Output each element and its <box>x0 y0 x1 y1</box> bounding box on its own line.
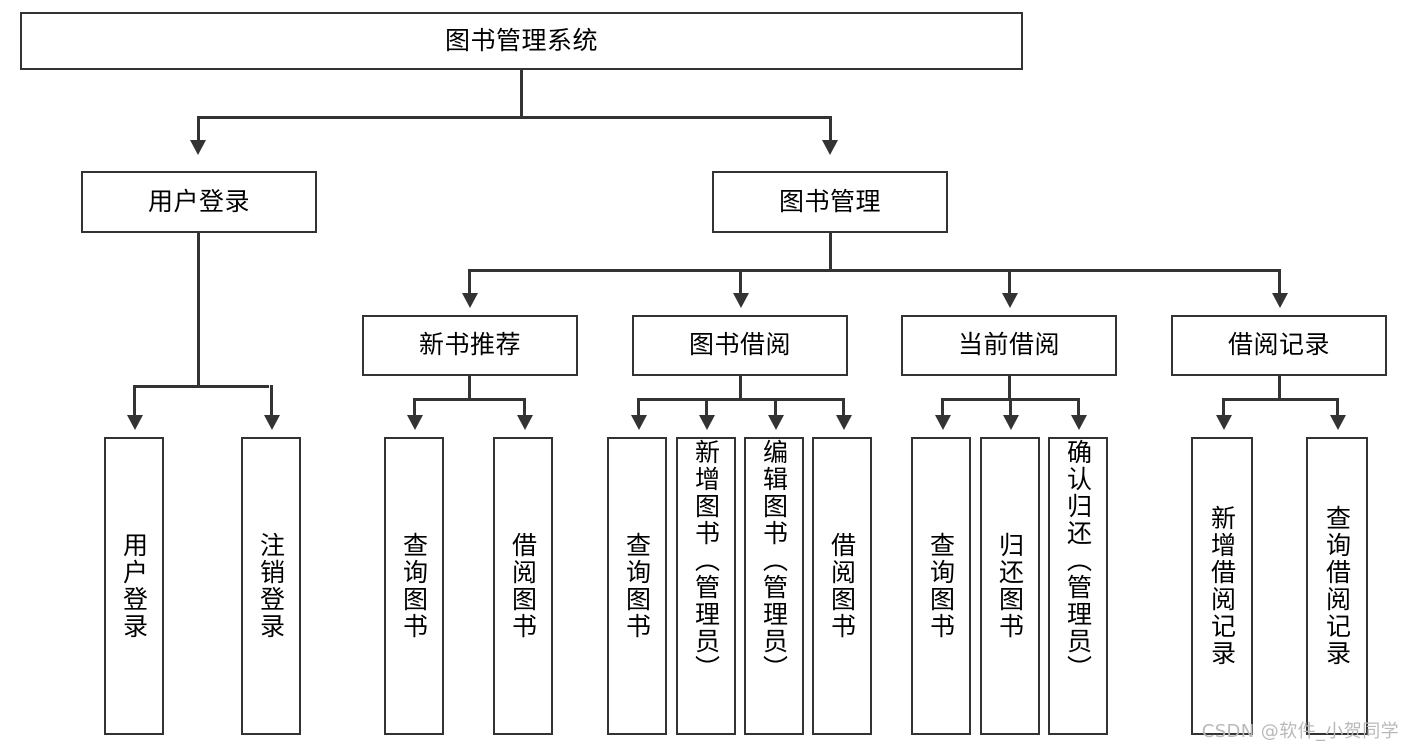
connector-br-leaf2 <box>1336 398 1339 417</box>
arrowhead-new-book-recommend <box>462 293 478 308</box>
arrowhead-leaf-logout <box>264 415 280 430</box>
connector-cb-leaf2 <box>1009 398 1012 417</box>
connector-book-manage-stem <box>829 233 832 271</box>
connector-new-book-bus <box>413 398 523 401</box>
leaf-nb-query-book[interactable]: 查询图书 <box>384 437 444 735</box>
connector-new-book-stem <box>468 376 471 400</box>
node-new-book-recommend[interactable]: 新书推荐 <box>362 315 578 376</box>
arrowhead-bb-borrow-book <box>836 415 852 430</box>
leaf-cb-query-book-label: 查询图书 <box>926 532 956 640</box>
connector-to-current-borrow <box>1008 269 1011 295</box>
connector-root-stem <box>520 70 523 117</box>
connector-book-borrow-bus <box>637 398 843 401</box>
arrowhead-book-borrow <box>733 293 749 308</box>
arrowhead-bb-query-book <box>631 415 647 430</box>
connector-cb-leaf3 <box>1077 398 1080 417</box>
node-root-system-label: 图书管理系统 <box>444 25 598 55</box>
arrowhead-borrow-record <box>1272 293 1288 308</box>
arrowhead-bb-edit-book <box>768 415 784 430</box>
node-borrow-record[interactable]: 借阅记录 <box>1171 315 1387 376</box>
arrowhead-br-add-record <box>1216 415 1232 430</box>
node-borrow-record-label: 借阅记录 <box>1227 330 1330 360</box>
arrowhead-cb-query-book <box>935 415 951 430</box>
connector-cb-leaf1 <box>941 398 944 417</box>
leaf-br-add-record[interactable]: 新增借阅记录 <box>1191 437 1253 735</box>
connector-user-login-leaf1 <box>133 385 136 417</box>
leaf-bb-borrow-book-label: 借阅图书 <box>827 532 857 640</box>
node-current-borrow[interactable]: 当前借阅 <box>901 315 1117 376</box>
leaf-user-login[interactable]: 用户登录 <box>104 437 164 735</box>
connector-bb-leaf4 <box>842 398 845 417</box>
arrowhead-cb-confirm-return <box>1071 415 1087 430</box>
connector-to-new-book <box>468 269 471 295</box>
leaf-br-query-record[interactable]: 查询借阅记录 <box>1306 437 1368 735</box>
leaf-cb-query-book[interactable]: 查询图书 <box>911 437 971 735</box>
connector-br-leaf1 <box>1222 398 1225 417</box>
node-root-system[interactable]: 图书管理系统 <box>20 12 1023 70</box>
node-user-login[interactable]: 用户登录 <box>81 171 317 233</box>
arrowhead-nb-query-book <box>407 415 423 430</box>
connector-borrow-record-stem <box>1278 376 1281 400</box>
leaf-br-query-record-label: 查询借阅记录 <box>1322 505 1352 667</box>
node-book-borrow[interactable]: 图书借阅 <box>632 315 848 376</box>
leaf-nb-borrow-book-label: 借阅图书 <box>508 532 538 640</box>
connector-user-login-leaf2 <box>270 385 273 417</box>
node-book-manage[interactable]: 图书管理 <box>712 171 948 233</box>
leaf-logout-label: 注销登录 <box>256 532 286 640</box>
leaf-logout[interactable]: 注销登录 <box>241 437 301 735</box>
connector-user-login-stem <box>197 233 200 387</box>
leaf-bb-edit-book-label: 编辑图书（管理员） <box>759 439 789 682</box>
arrowhead-nb-borrow-book <box>517 415 533 430</box>
connector-book-borrow-stem <box>739 376 742 400</box>
connector-bb-leaf3 <box>774 398 777 417</box>
leaf-cb-return-book-label: 归还图书 <box>995 532 1025 640</box>
leaf-nb-borrow-book[interactable]: 借阅图书 <box>493 437 553 735</box>
node-current-borrow-label: 当前借阅 <box>957 330 1060 360</box>
connector-root-bus <box>197 116 831 119</box>
leaf-bb-query-book-label: 查询图书 <box>622 532 652 640</box>
arrowhead-bb-add-book <box>699 415 715 430</box>
csdn-watermark: CSDN @软件_小贺同学 <box>1201 721 1399 742</box>
arrowhead-cb-return-book <box>1003 415 1019 430</box>
connector-bb-leaf1 <box>637 398 640 417</box>
leaf-cb-return-book[interactable]: 归还图书 <box>980 437 1040 735</box>
arrowhead-user-login <box>190 140 206 155</box>
connector-new-book-leaf2 <box>523 398 526 417</box>
connector-to-book-borrow <box>739 269 742 295</box>
leaf-bb-borrow-book[interactable]: 借阅图书 <box>812 437 872 735</box>
connector-bb-leaf2 <box>705 398 708 417</box>
node-book-manage-label: 图书管理 <box>778 186 881 216</box>
connector-new-book-leaf1 <box>413 398 416 417</box>
leaf-user-login-label: 用户登录 <box>119 532 149 640</box>
connector-borrow-record-bus <box>1222 398 1337 401</box>
connector-root-to-user-login <box>197 116 200 143</box>
node-book-borrow-label: 图书借阅 <box>688 330 791 360</box>
arrowhead-book-manage <box>822 140 838 155</box>
leaf-bb-add-book-label: 新增图书（管理员） <box>691 439 721 682</box>
connector-to-borrow-record <box>1278 269 1281 295</box>
node-new-book-recommend-label: 新书推荐 <box>418 330 521 360</box>
arrowhead-br-query-record <box>1330 415 1346 430</box>
leaf-bb-query-book[interactable]: 查询图书 <box>607 437 667 735</box>
arrowhead-current-borrow <box>1002 293 1018 308</box>
connector-user-login-bus <box>133 385 269 388</box>
leaf-bb-add-book[interactable]: 新增图书（管理员） <box>676 437 736 735</box>
leaf-cb-confirm-return[interactable]: 确认归还（管理员） <box>1048 437 1108 735</box>
leaf-br-add-record-label: 新增借阅记录 <box>1207 505 1237 667</box>
connector-root-to-book-manage <box>829 116 832 143</box>
connector-current-borrow-stem <box>1008 376 1011 400</box>
arrowhead-leaf-user-login <box>127 415 143 430</box>
leaf-nb-query-book-label: 查询图书 <box>399 532 429 640</box>
leaf-cb-confirm-return-label: 确认归还（管理员） <box>1063 439 1093 682</box>
node-user-login-label: 用户登录 <box>147 186 250 216</box>
leaf-bb-edit-book[interactable]: 编辑图书（管理员） <box>744 437 804 735</box>
connector-book-manage-bus <box>468 269 1280 272</box>
